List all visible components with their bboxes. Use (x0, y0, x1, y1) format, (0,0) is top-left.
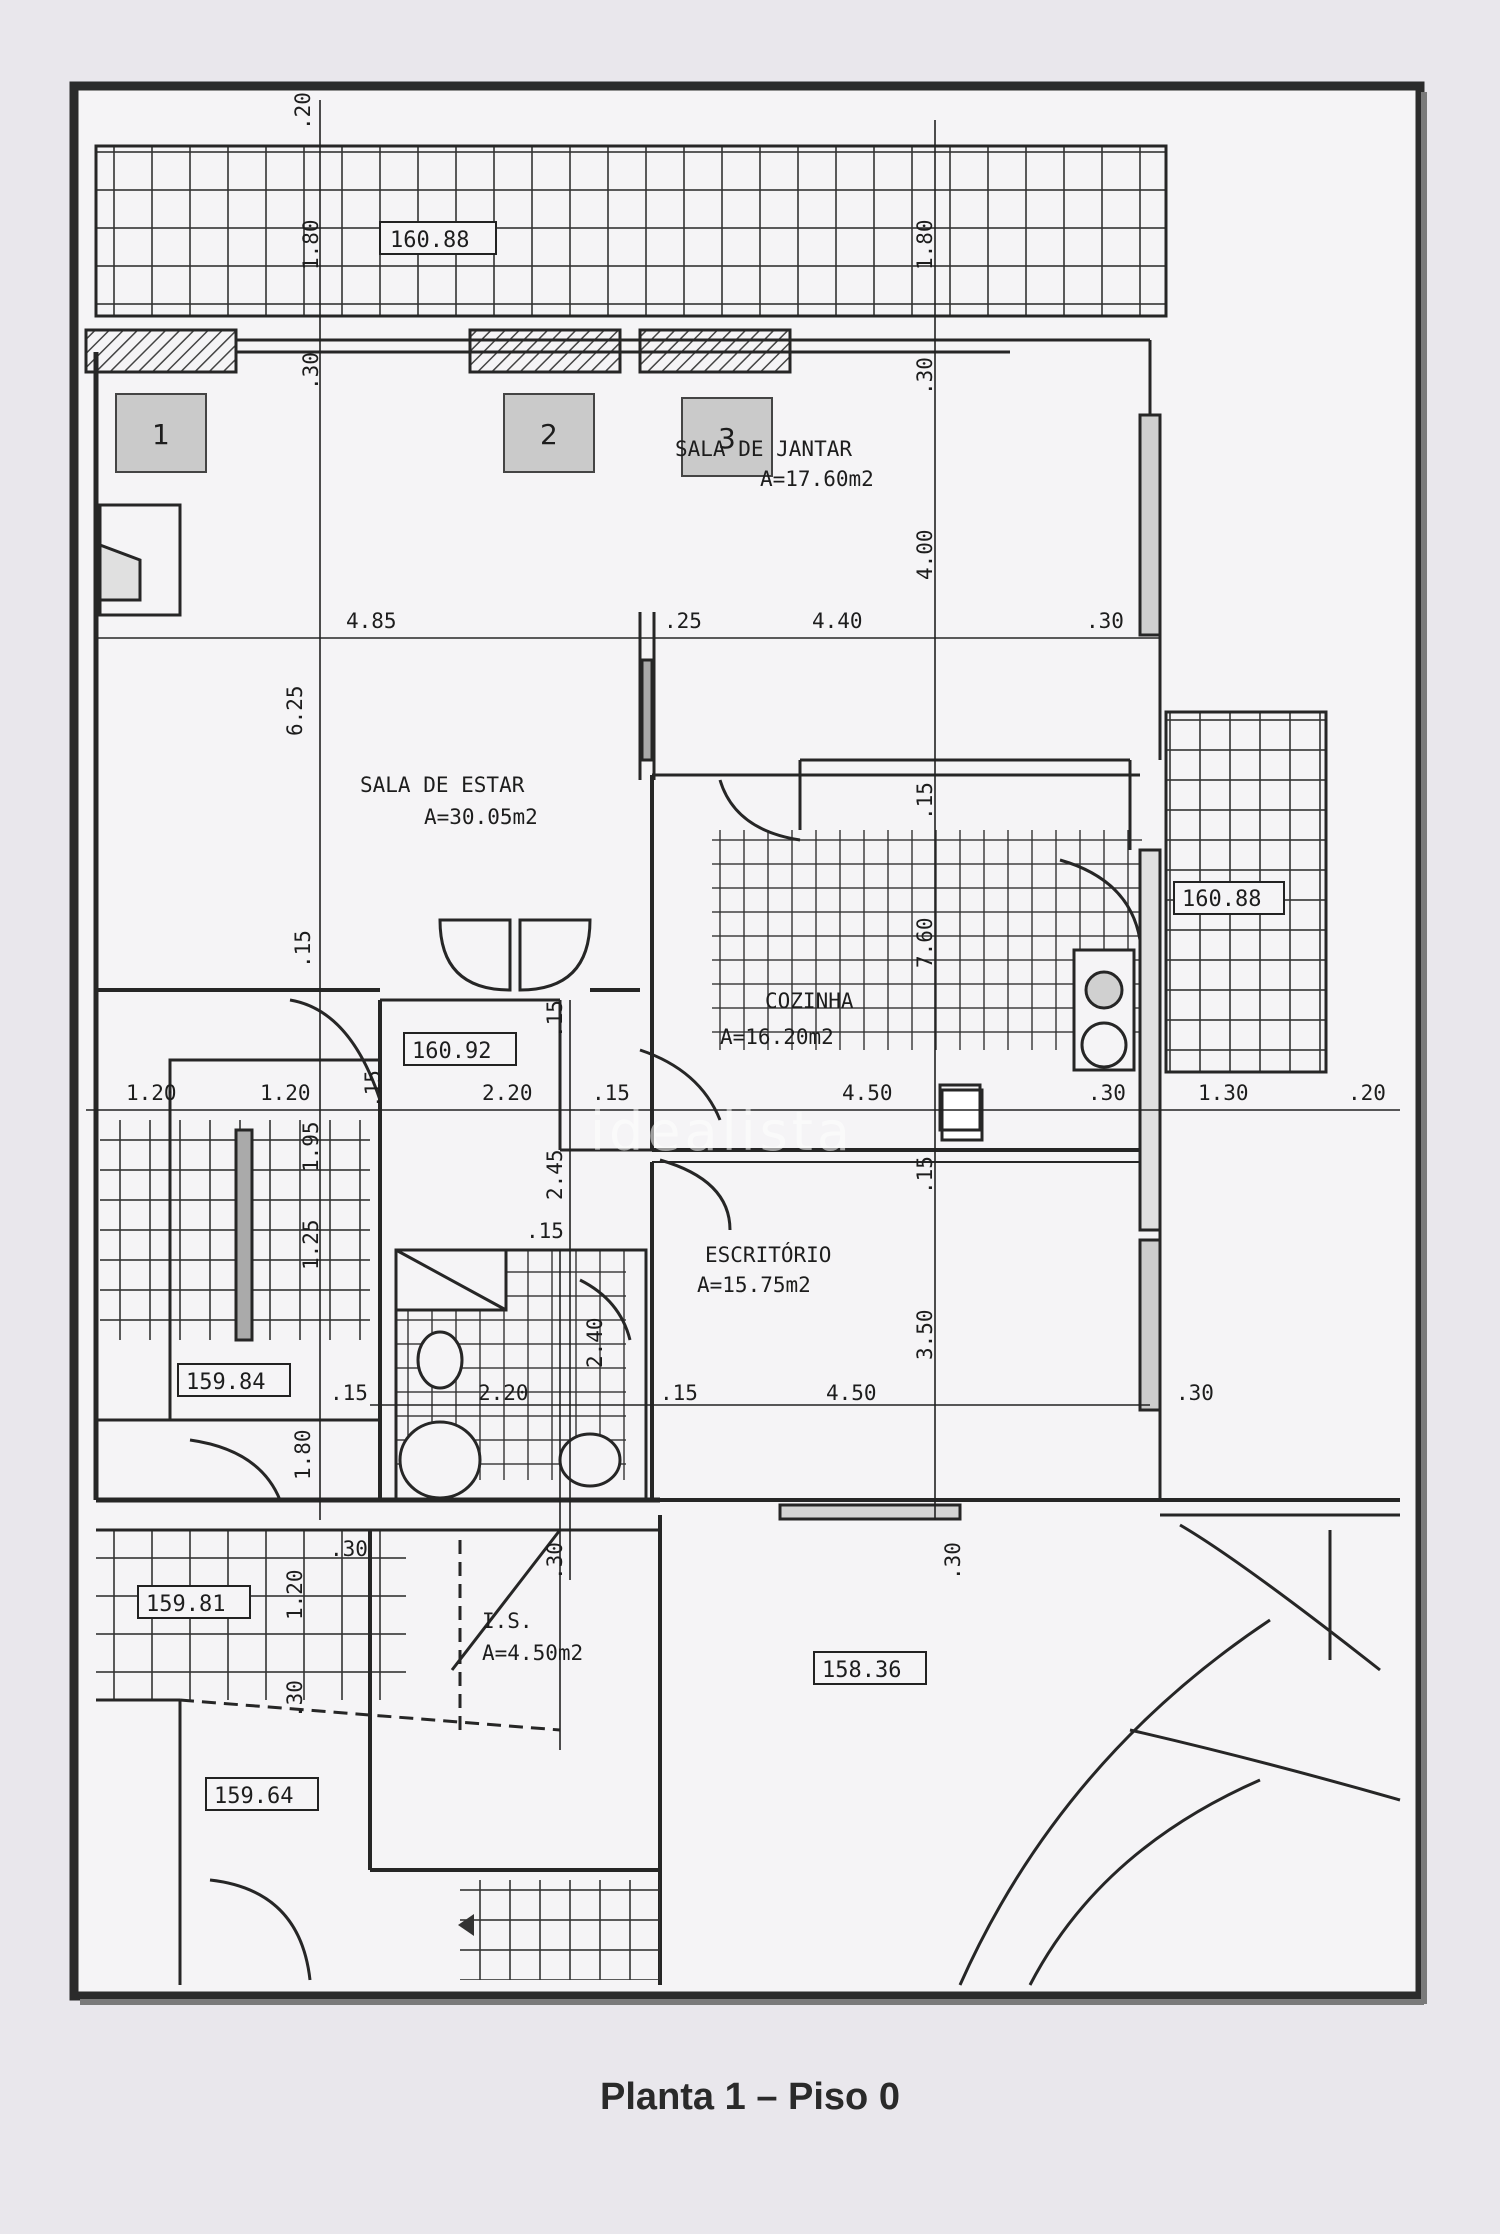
watermark: idealista (590, 1100, 854, 1163)
dim-label: .15 (526, 1219, 564, 1243)
marker-number: 3 (718, 422, 736, 455)
marker-number: 1 (152, 418, 170, 451)
room-area-sala-de-jantar: A=17.60m2 (760, 467, 874, 491)
room-area-cozinha: A=16.20m2 (720, 1025, 834, 1049)
dim-label: .15 (913, 782, 937, 820)
dim-label: .20 (1348, 1081, 1386, 1105)
room-name-sala-de-jantar: SALA DE JANTAR (675, 437, 852, 461)
dim-label: 2.40 (583, 1317, 607, 1368)
marker-box (115, 393, 207, 473)
marker-box (503, 393, 595, 473)
dim-label: 1.20 (260, 1081, 311, 1105)
level-box (403, 1032, 517, 1066)
dim-label: 1.20 (283, 1569, 307, 1620)
dim-label: .15 (660, 1381, 698, 1405)
dim-label: 2.20 (478, 1381, 529, 1405)
level-box (1173, 881, 1285, 915)
dimension-lines (86, 100, 1400, 1750)
dim-label: .30 (283, 1680, 307, 1718)
plan-caption: Planta 1 – Piso 0 (600, 2076, 900, 2118)
dim-label: .15 (330, 1381, 368, 1405)
level-value: 159.64 (214, 1784, 293, 1809)
level-markers: 160.88 160.88 160.92 159.84 159.81 159.6… (137, 221, 1285, 1811)
dim-label: .30 (299, 352, 323, 390)
dim-label: 4.40 (812, 609, 863, 633)
level-value: 159.81 (146, 1592, 225, 1617)
dim-label: 1.95 (299, 1121, 323, 1172)
level-box (379, 221, 497, 255)
dim-label: .15 (361, 1070, 385, 1108)
room-name-escritorio: ESCRITÓRIO (705, 1242, 831, 1267)
level-value: 160.88 (1182, 887, 1261, 912)
dim-label: .30 (1176, 1381, 1214, 1405)
dim-label: 1.20 (126, 1081, 177, 1105)
walls (84, 144, 1401, 1986)
dim-label: .30 (543, 1542, 567, 1580)
level-value: 158.36 (822, 1658, 901, 1683)
marker-box (681, 397, 773, 477)
room-name-sala-de-estar: SALA DE ESTAR (360, 773, 525, 797)
level-box (177, 1363, 291, 1397)
dim-label: .15 (592, 1081, 630, 1105)
marker-number: 2 (540, 418, 558, 451)
room-area-escritorio: A=15.75m2 (697, 1273, 811, 1297)
dim-label: .15 (543, 1000, 567, 1038)
exit-stairs (460, 1880, 660, 1980)
dim-label: 1.80 (291, 1429, 315, 1480)
dim-label: .30 (913, 357, 937, 395)
dim-label: .30 (1088, 1081, 1126, 1105)
dim-label: 1.80 (913, 219, 937, 270)
dimension-labels: .20 1.80 1.80 .30 .30 4.00 4.85 .25 4.40… (126, 92, 1386, 1718)
dim-label: 2.20 (482, 1081, 533, 1105)
dim-label: 2.45 (543, 1149, 567, 1200)
level-value: 160.92 (412, 1039, 491, 1064)
numbered-markers: 1 2 3 (115, 393, 773, 477)
room-name-cozinha: COZINHA (765, 989, 854, 1013)
dim-label: .15 (913, 1156, 937, 1194)
dim-label: 1.80 (299, 219, 323, 270)
top-terrace-tiles (94, 144, 1168, 318)
dim-label: 4.00 (913, 529, 937, 580)
level-value: 160.88 (390, 228, 469, 253)
dim-label: .20 (291, 92, 315, 130)
level-box (813, 1651, 927, 1685)
dim-label: 4.50 (842, 1081, 893, 1105)
dim-label: .15 (291, 930, 315, 968)
dim-label: .30 (1086, 609, 1124, 633)
room-labels: SALA DE JANTAR A=17.60m2 SALA DE ESTAR A… (360, 437, 874, 1665)
dim-label: 6.25 (283, 685, 307, 736)
dim-label: 3.50 (913, 1309, 937, 1360)
level-box (205, 1777, 319, 1811)
room-area-sala-de-estar: A=30.05m2 (424, 805, 538, 829)
dim-label: .30 (330, 1537, 368, 1561)
dim-label: 4.85 (346, 609, 397, 633)
hatched-wall (84, 328, 238, 374)
dim-label: 1.30 (1198, 1081, 1249, 1105)
plan-frame (69, 81, 1425, 2001)
level-value: 159.84 (186, 1370, 265, 1395)
kitchen-tiles (712, 830, 1142, 1050)
level-box (137, 1585, 251, 1619)
dim-label: 1.25 (299, 1219, 323, 1270)
room-name-is: I.S. (482, 1609, 533, 1633)
dim-label: 7.60 (913, 917, 937, 968)
dim-label: .25 (664, 609, 702, 633)
dim-label: .30 (941, 1542, 965, 1580)
room-area-is: A=4.50m2 (482, 1641, 583, 1665)
dim-label: 4.50 (826, 1381, 877, 1405)
